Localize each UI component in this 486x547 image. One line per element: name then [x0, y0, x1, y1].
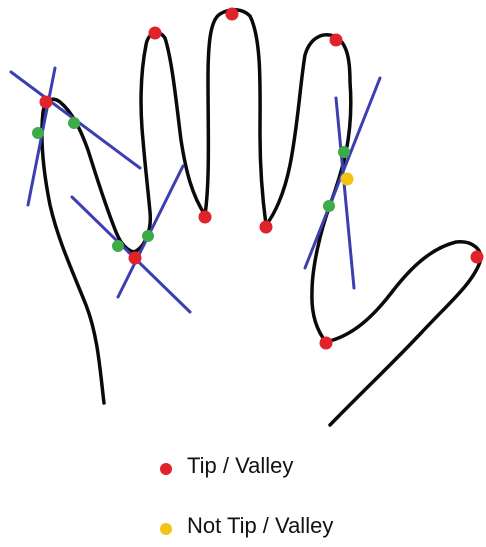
legend-label: Tip / Valley: [187, 453, 293, 479]
contour-point: [32, 127, 44, 139]
tip-valley-point: [149, 27, 162, 40]
tangent-lines: [11, 68, 380, 312]
red-dot-icon: [160, 463, 172, 475]
legend-item-tip-valley: Tip / Valley: [160, 451, 293, 481]
contour-point: [338, 146, 350, 158]
not-tip-valley-point: [341, 173, 354, 186]
not-tip-valley-points: [341, 173, 354, 186]
tip-valley-point: [320, 337, 333, 350]
tip-valley-point: [260, 221, 273, 234]
contour-point: [323, 200, 335, 212]
tip-valley-point: [226, 8, 239, 21]
tip-valley-point: [199, 211, 212, 224]
hand-diagram: [0, 0, 486, 430]
outline-middle-finger: [205, 10, 266, 225]
contour-point: [142, 230, 154, 242]
tip-valley-point: [330, 34, 343, 47]
outline-index-finger: [134, 33, 205, 252]
legend-label: Not Tip / Valley: [187, 513, 333, 539]
tip-valley-point: [129, 252, 142, 265]
contour-point: [68, 117, 80, 129]
contour-point: [112, 240, 124, 252]
tip-valley-point: [471, 251, 484, 264]
tip-valley-point: [40, 96, 53, 109]
yellow-dot-icon: [160, 523, 172, 535]
outline-little-finger: [326, 242, 481, 425]
hand-outline: [42, 10, 481, 425]
legend-item-not-tip-valley: Not Tip / Valley: [160, 511, 333, 541]
